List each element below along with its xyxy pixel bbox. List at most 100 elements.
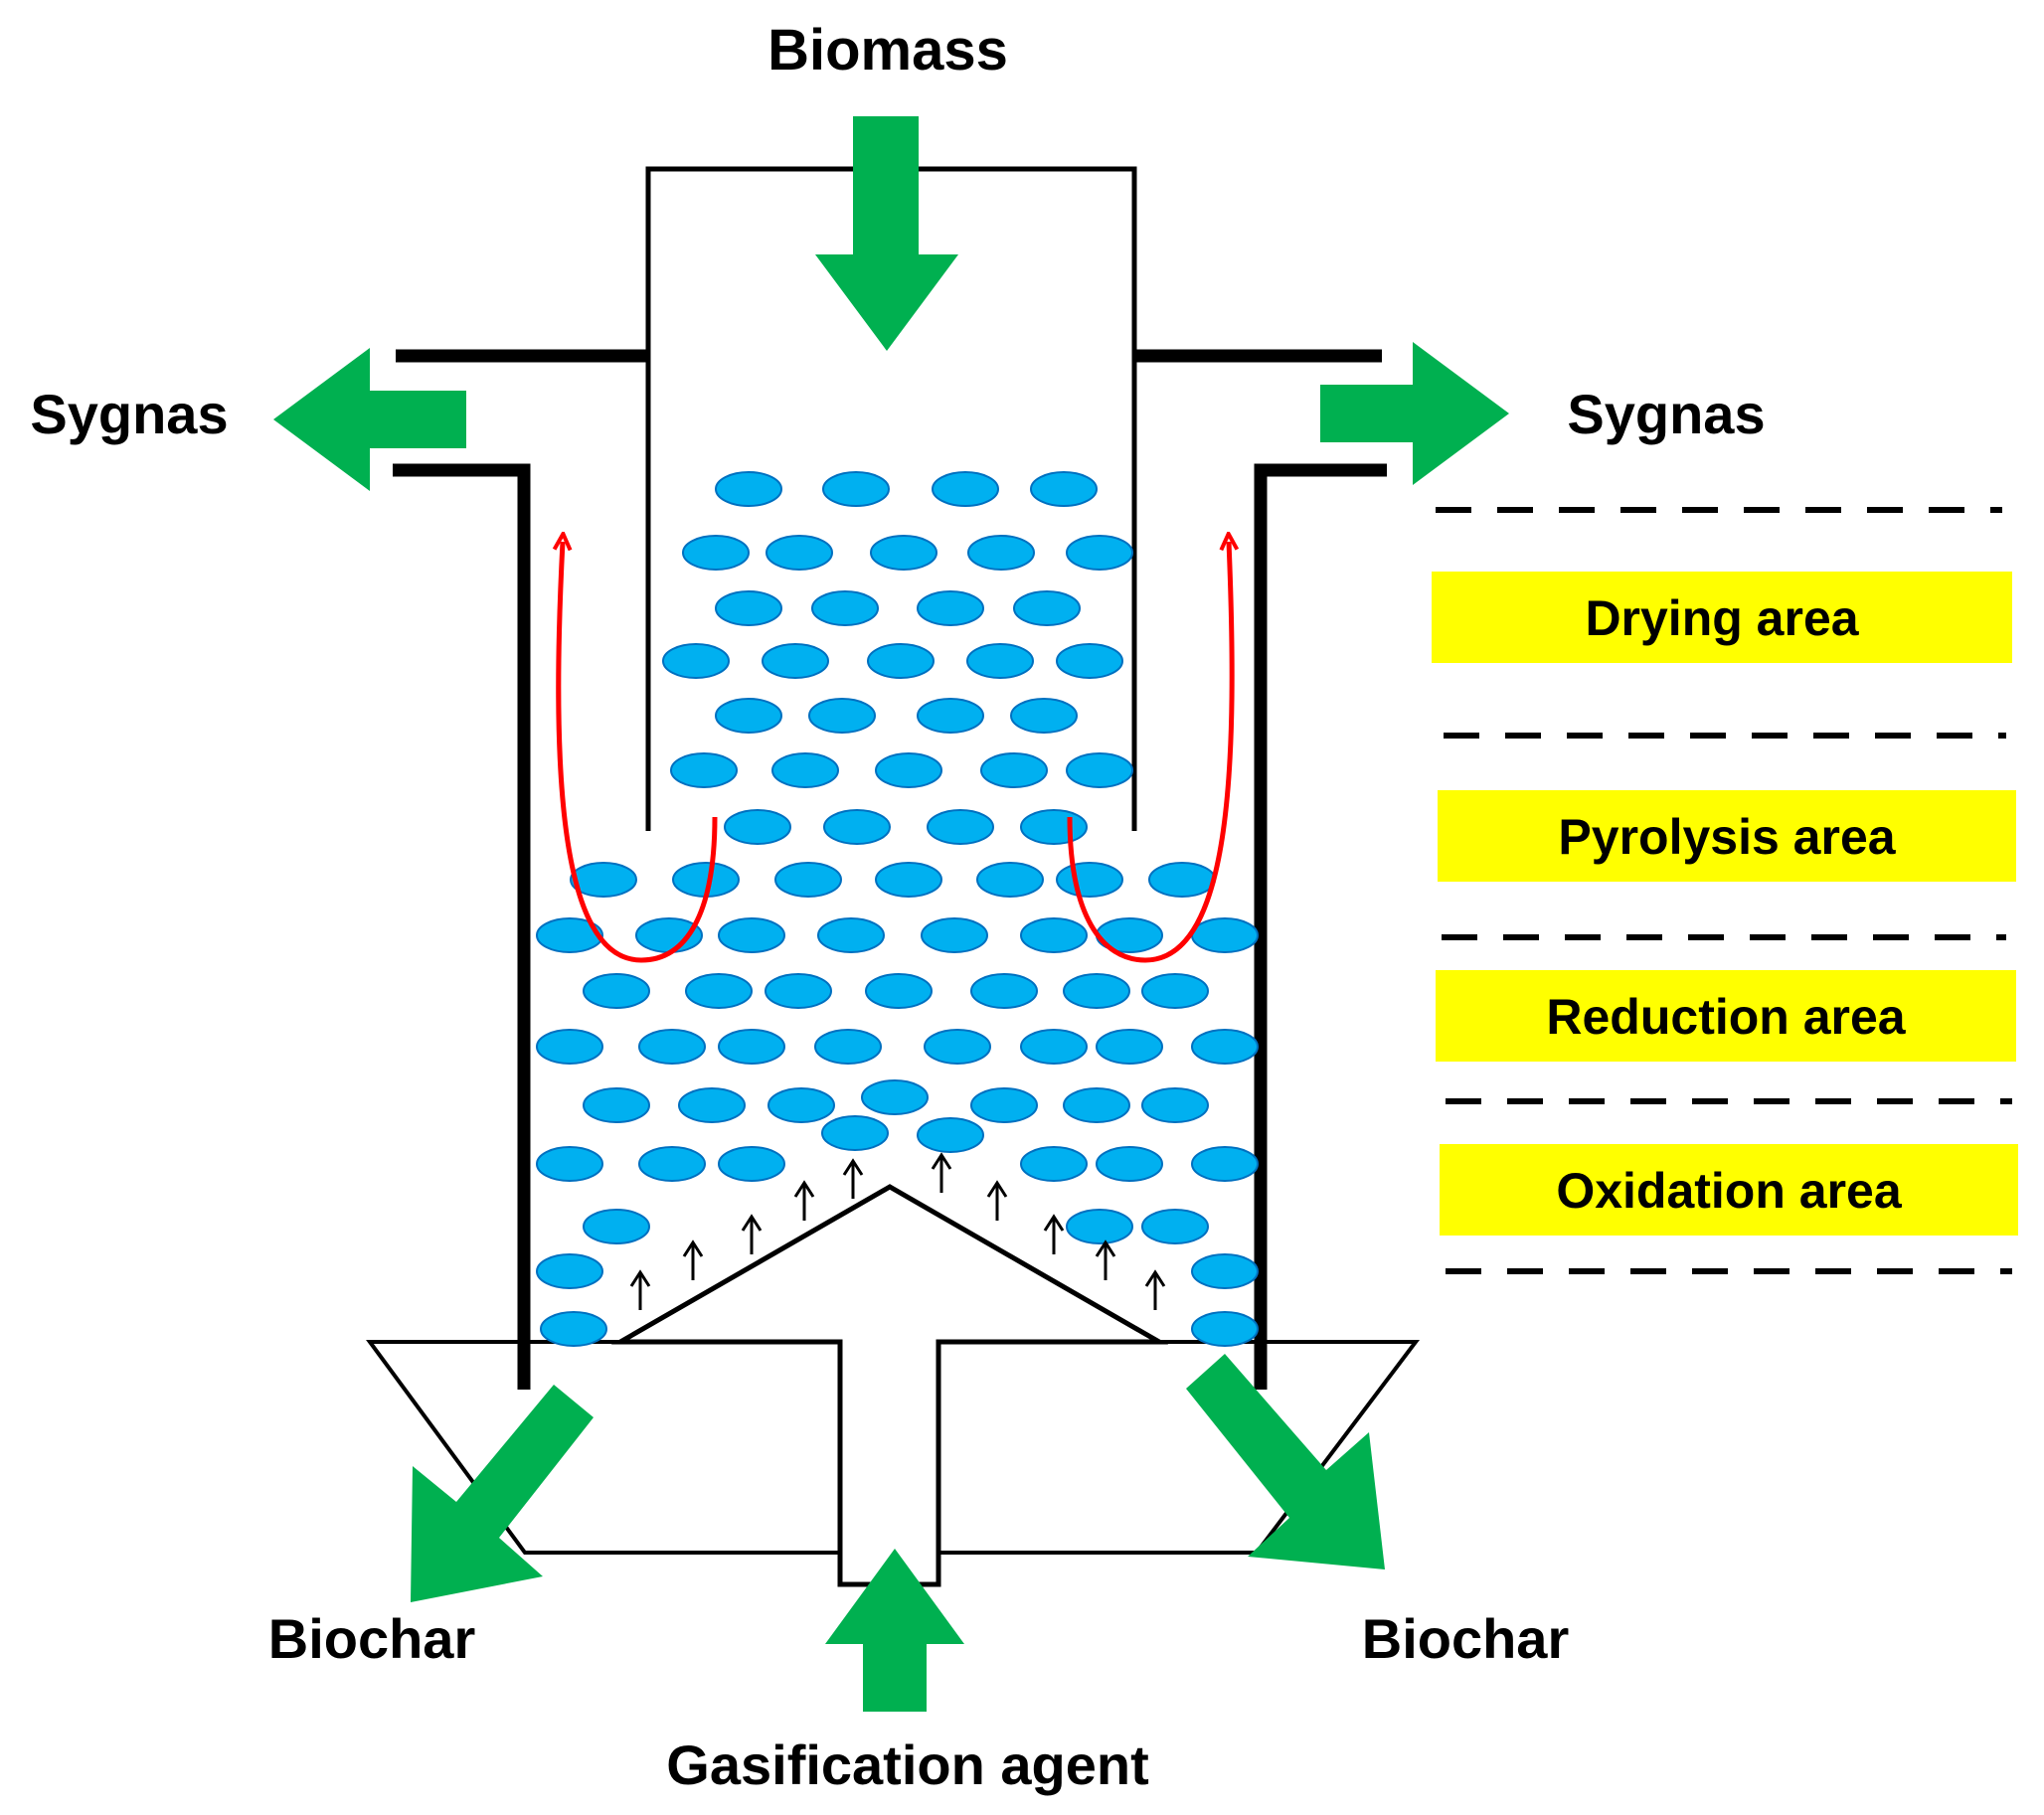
biomass-particle — [1191, 1029, 1259, 1065]
syngas-right-label: Sygnas — [1567, 383, 1765, 445]
agent-flow-arrows — [629, 1152, 1166, 1310]
pyrolysis-area-label: Pyrolysis area — [1558, 809, 1896, 865]
biomass-particle — [765, 973, 832, 1009]
biomass-particle — [1141, 1209, 1209, 1244]
biomass-particle — [966, 643, 1034, 679]
gasification-agent-label: Gasification agent — [666, 1733, 1148, 1796]
biomass-particle — [1066, 752, 1133, 788]
biomass-particle — [808, 698, 876, 734]
biochar-left-arrow — [411, 1385, 594, 1602]
biomass-particle — [678, 1087, 746, 1123]
biomass-particle — [1191, 1146, 1259, 1182]
biochar-right-arrow — [1186, 1354, 1385, 1569]
biomass-particle — [980, 752, 1048, 788]
biomass-particle — [715, 698, 782, 734]
biomass-particle — [924, 1029, 991, 1065]
agent-up-arrow — [986, 1180, 1008, 1221]
biomass-particle — [814, 1029, 882, 1065]
biomass-particle — [967, 535, 1035, 571]
biomass-particle — [718, 1029, 785, 1065]
biomass-particle — [917, 1117, 984, 1153]
biomass-particle — [1063, 1087, 1130, 1123]
biomass-particle — [774, 862, 842, 898]
biomass-particle — [570, 862, 637, 898]
ash-hopper — [366, 1340, 1421, 1555]
biomass-particle — [635, 917, 703, 953]
biomass-particle — [823, 809, 891, 845]
pyrolysis-area-box — [1438, 790, 2016, 882]
agent-up-arrow — [1095, 1239, 1116, 1280]
syngas-left-arrow — [273, 348, 466, 491]
biomass-particle — [685, 973, 753, 1009]
biomass-particle — [875, 752, 942, 788]
biomass-particle — [1191, 917, 1259, 953]
zone-legend: Drying area Pyrolysis area Reduction are… — [1432, 507, 2018, 1274]
biomass-particle — [817, 917, 885, 953]
biomass-particle — [1010, 698, 1078, 734]
agent-up-arrow — [793, 1180, 815, 1221]
biomass-particle — [1020, 917, 1088, 953]
biomass-particle — [583, 973, 650, 1009]
agent-up-arrow — [842, 1158, 864, 1199]
agent-up-arrow — [629, 1269, 651, 1310]
biomass-particle — [536, 917, 603, 953]
biomass-particle — [1030, 471, 1098, 507]
biomass-particle — [1056, 643, 1123, 679]
biomass-particle — [715, 590, 782, 626]
biomass-particle — [724, 809, 791, 845]
biomass-particle — [682, 535, 750, 571]
biomass-particle — [1066, 535, 1133, 571]
biomass-particle — [536, 1253, 603, 1289]
biomass-particle — [917, 590, 984, 626]
biomass-particle — [638, 1146, 706, 1182]
biomass-particle — [861, 1079, 929, 1115]
agent-up-arrow — [741, 1214, 763, 1254]
biomass-particle — [1013, 590, 1081, 626]
reduction-area-box — [1436, 970, 2016, 1062]
biomass-particle — [536, 1029, 603, 1065]
biochar-left-label: Biochar — [268, 1607, 476, 1670]
biomass-particle — [771, 752, 839, 788]
biomass-particle — [1066, 1209, 1133, 1244]
biomass-particle — [1191, 1311, 1259, 1347]
biomass-label: Biomass — [767, 18, 1008, 82]
left-reactor-wall — [393, 463, 531, 1390]
biomass-particle — [1020, 1146, 1088, 1182]
biomass-particle — [1148, 862, 1216, 898]
biochar-right-label: Biochar — [1362, 1607, 1570, 1670]
biomass-particle — [821, 1115, 889, 1151]
biomass-particle — [867, 643, 935, 679]
gasification-agent-arrow — [825, 1549, 964, 1712]
biomass-particle — [1020, 1029, 1088, 1065]
biomass-particle — [1096, 1029, 1163, 1065]
biomass-particle — [715, 471, 782, 507]
biomass-particle — [718, 1146, 785, 1182]
reduction-area-label: Reduction area — [1546, 989, 1906, 1045]
biomass-particle — [927, 809, 994, 845]
biomass-particle — [822, 471, 890, 507]
biomass-particle — [670, 752, 738, 788]
biomass-particle — [1141, 1087, 1209, 1123]
agent-up-arrow — [931, 1152, 952, 1193]
biomass-particle — [1020, 809, 1088, 845]
biomass-particle — [540, 1311, 607, 1347]
biomass-particle — [638, 1029, 706, 1065]
biomass-particle — [932, 471, 999, 507]
biomass-particle — [875, 862, 942, 898]
biomass-particle — [1063, 973, 1130, 1009]
gas-path-right — [1067, 542, 1232, 963]
drying-area-box — [1432, 572, 2012, 663]
drying-area-label: Drying area — [1585, 590, 1859, 646]
agent-up-arrow — [682, 1239, 704, 1280]
biomass-particle — [1141, 973, 1209, 1009]
syngas-right-arrow — [1320, 342, 1509, 485]
biomass-particle — [865, 973, 933, 1009]
biomass-particle — [1056, 862, 1123, 898]
biomass-particle — [970, 1087, 1038, 1123]
biomass-particle — [583, 1087, 650, 1123]
biomass-particle — [917, 698, 984, 734]
biomass-particle — [662, 643, 730, 679]
biomass-arrow — [815, 116, 958, 351]
syngas-left-label: Sygnas — [30, 383, 228, 445]
biomass-particle — [718, 917, 785, 953]
